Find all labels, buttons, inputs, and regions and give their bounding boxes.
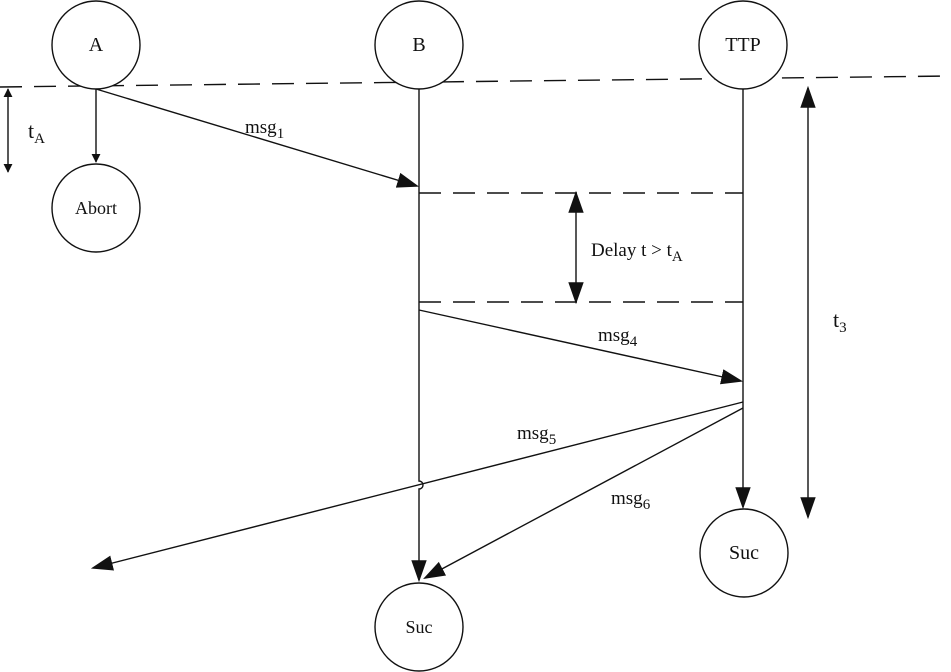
node-abort: Abort <box>51 163 141 253</box>
node-suc-ttp-label: Suc <box>729 542 759 564</box>
top-dashed-timeline <box>0 75 951 88</box>
msg5-label: msg5 <box>517 423 556 448</box>
node-a-label: A <box>89 34 104 56</box>
msg4-arrow <box>418 309 744 385</box>
timer-t-a-label: tA <box>28 118 45 147</box>
msg4-label: msg4 <box>598 325 638 350</box>
node-suc-ttp: Suc <box>699 508 789 598</box>
b-lifeline <box>411 89 427 583</box>
timer-t-3-label: t3 <box>833 307 847 336</box>
node-suc-b-label: Suc <box>406 617 433 637</box>
msg1-arrow <box>95 88 420 188</box>
delay-label: Delay t > tA <box>591 240 683 265</box>
node-b-label: B <box>412 34 425 56</box>
msg6-arrow <box>423 407 744 580</box>
node-b: B <box>374 0 464 90</box>
msg1-label: msg1 <box>245 117 284 142</box>
node-ttp: TTP <box>698 0 788 90</box>
node-a: A <box>51 0 141 90</box>
node-abort-label: Abort <box>75 198 117 218</box>
msg5-arrow <box>90 401 744 571</box>
msg6-label: msg6 <box>611 488 651 513</box>
node-suc-b: Suc <box>374 582 464 672</box>
node-ttp-label: TTP <box>725 34 761 56</box>
